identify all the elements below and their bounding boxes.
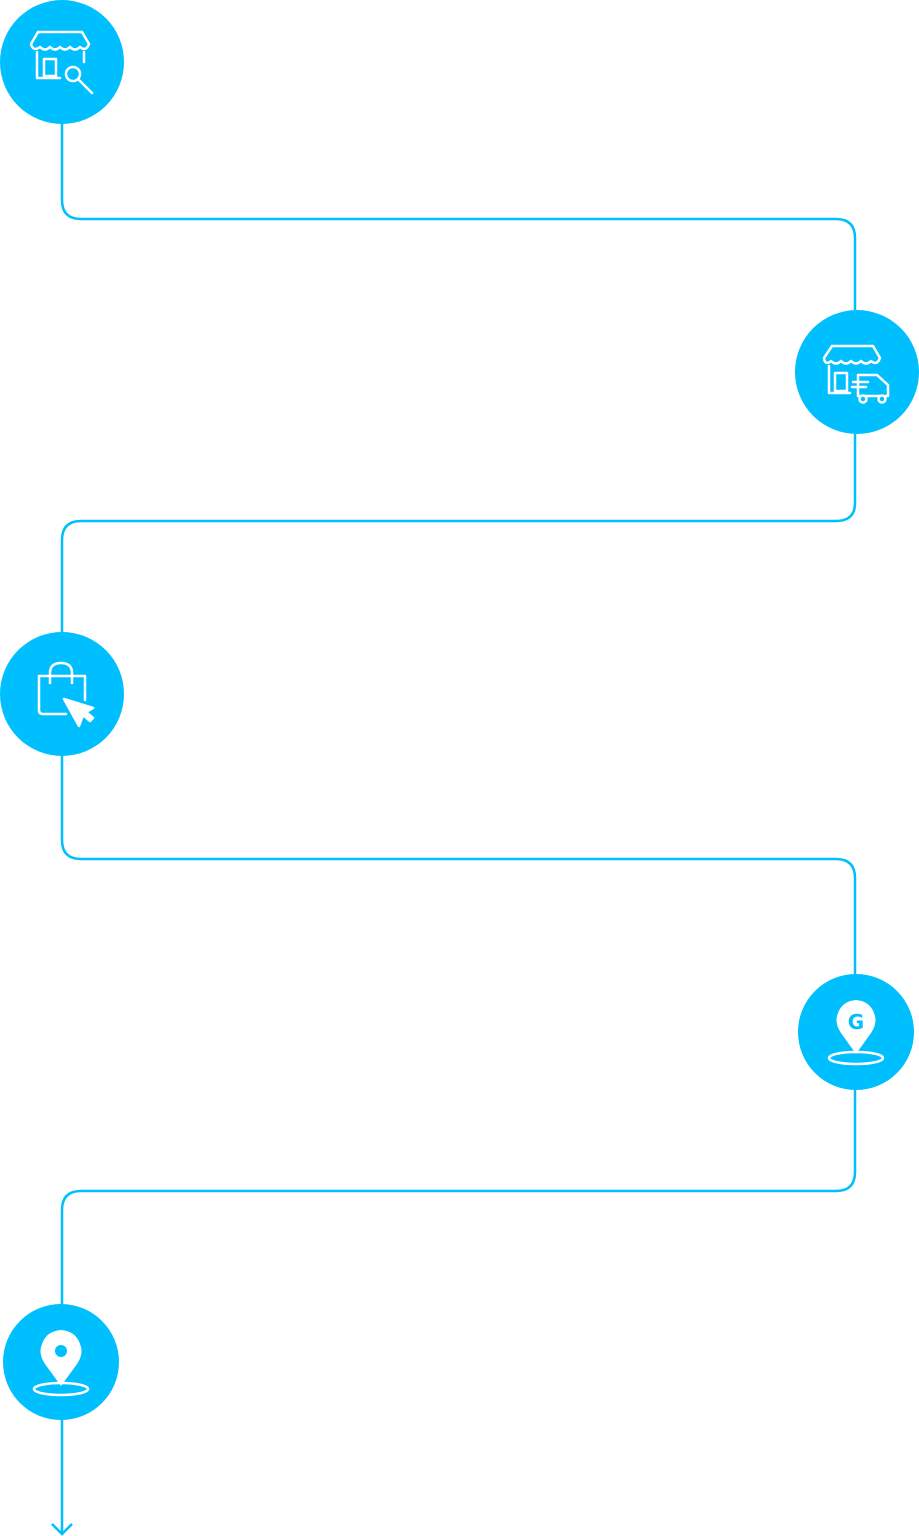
connector-4-5 bbox=[60, 1090, 857, 1304]
store-delivery-truck-icon bbox=[822, 344, 890, 404]
google-location-pin-icon: G bbox=[827, 1000, 885, 1066]
connector-2-3 bbox=[60, 434, 857, 632]
shopping-bag-cursor-icon bbox=[37, 661, 95, 728]
step-4-node: G bbox=[798, 974, 914, 1090]
step-5-node bbox=[3, 1304, 119, 1420]
svg-text:G: G bbox=[848, 1010, 864, 1034]
step-3-node bbox=[0, 632, 124, 756]
arrow-down-icon bbox=[51, 1523, 73, 1536]
step-1-node bbox=[0, 0, 124, 124]
connector-1-2 bbox=[60, 124, 857, 310]
step-2-node bbox=[795, 310, 919, 434]
connector-3-4 bbox=[60, 756, 857, 974]
connector-path bbox=[51, 124, 857, 1536]
location-pin-icon bbox=[32, 1330, 90, 1397]
store-search-icon bbox=[29, 30, 94, 95]
